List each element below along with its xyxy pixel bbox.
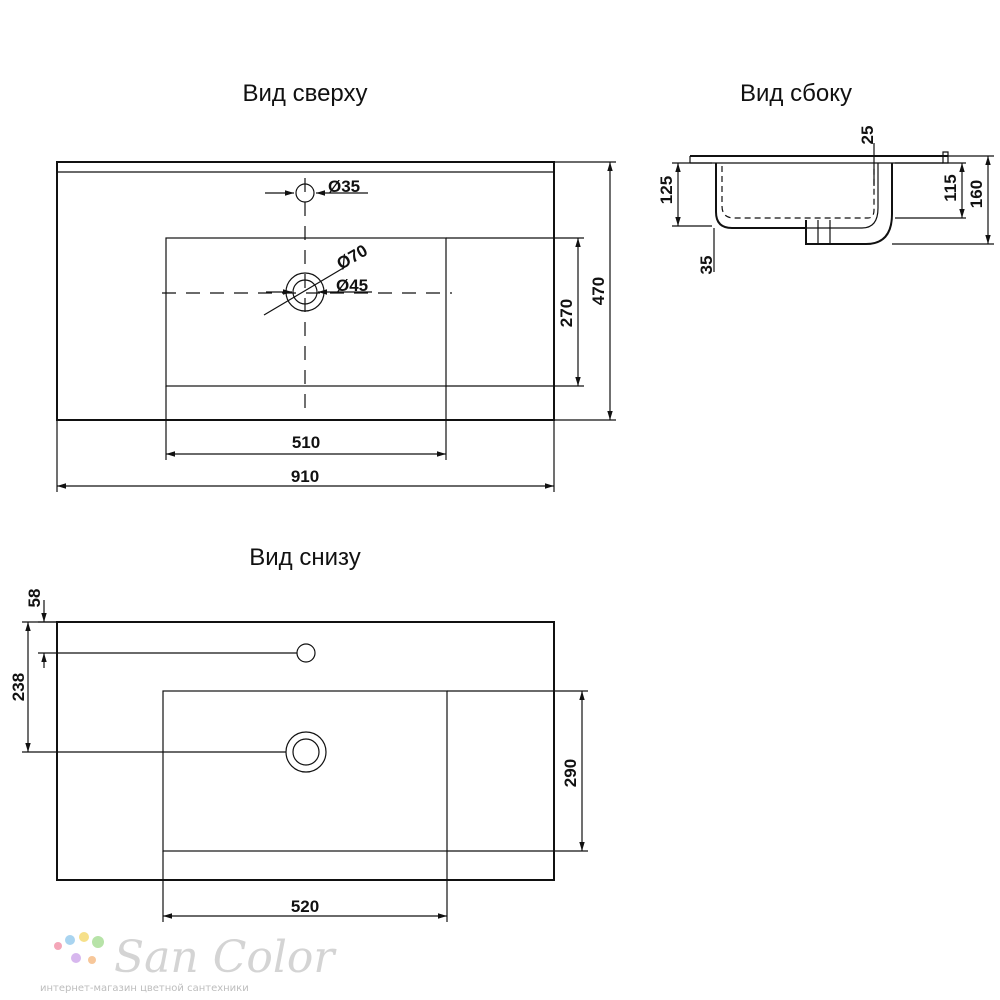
logo-dots — [54, 932, 104, 964]
bowl-width-dim: 510 — [292, 433, 320, 452]
logo-dot — [65, 935, 75, 945]
bottom-tap-hole — [296, 643, 316, 663]
side-view-title: Вид сбоку — [740, 80, 852, 107]
bottom-520-dim: 520 — [291, 897, 319, 916]
side-35-dim: 35 — [697, 256, 716, 275]
side-bowl-inner — [721, 166, 875, 219]
bottom-238-dim: 238 — [9, 673, 28, 701]
top-view-outline — [56, 161, 555, 421]
bottom-view-title: Вид снизу — [249, 544, 360, 571]
bottom-58-dim: 58 — [25, 589, 44, 608]
top-view: Вид сверху Ø35 Ø70 Ø45 270 470 — [56, 80, 616, 492]
side-siphon-inner — [806, 163, 879, 229]
total-width-dim: 910 — [291, 467, 319, 486]
drain-inner — [292, 279, 318, 305]
tap-hole — [295, 183, 315, 203]
drain-outer-dim: Ø70 — [334, 241, 371, 274]
logo-name: San Color — [114, 932, 337, 983]
bowl-depth-dim: 270 — [557, 299, 576, 327]
bottom-drain-inner — [292, 738, 320, 766]
side-rim-tip — [942, 151, 949, 164]
side-115-dim: 115 — [941, 174, 960, 201]
drain-inner-dim: Ø45 — [336, 276, 368, 295]
sancolor-logo: San Color интернет-магазин цветной санте… — [40, 932, 337, 994]
side-25-dim: 25 — [858, 126, 877, 145]
bottom-290-dim: 290 — [561, 759, 580, 787]
bottom-drain-outer — [285, 731, 327, 773]
top-view-bowl — [165, 237, 447, 387]
logo-dot — [88, 956, 96, 964]
logo-dot — [54, 942, 62, 950]
side-125-dim: 125 — [657, 176, 676, 204]
bottom-view-outline — [56, 621, 555, 881]
side-160-dim: 160 — [967, 180, 986, 208]
logo-tagline: интернет-магазин цветной сантехники — [40, 983, 249, 994]
bottom-view-bowl — [162, 690, 448, 852]
side-siphon-outer — [805, 163, 893, 245]
bottom-view: Вид снизу 58 238 290 520 — [9, 544, 588, 922]
side-bowl-outer — [715, 163, 806, 229]
logo-dot — [92, 936, 104, 948]
side-view: Вид сбоку 125 35 25 115 — [657, 80, 994, 274]
total-depth-dim: 470 — [589, 277, 608, 305]
top-view-title: Вид сверху — [243, 80, 368, 107]
logo-dot — [71, 953, 81, 963]
logo-dot — [79, 932, 89, 942]
drain-outer-leader — [263, 266, 346, 316]
tap-hole-dim: Ø35 — [328, 177, 360, 196]
